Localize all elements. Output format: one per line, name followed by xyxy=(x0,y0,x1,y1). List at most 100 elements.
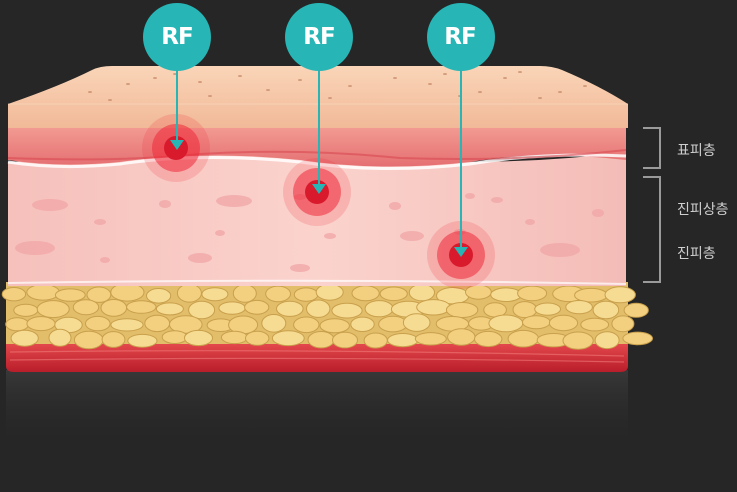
fat-cell xyxy=(319,318,350,334)
dermis-cell xyxy=(32,199,68,211)
fat-cell xyxy=(144,314,171,333)
fat-cell xyxy=(100,299,128,317)
fat-cell xyxy=(490,287,523,303)
fat-cell xyxy=(5,317,30,332)
fat-cell xyxy=(293,316,320,334)
skin-pore xyxy=(443,73,447,75)
skin-pore xyxy=(478,91,482,93)
fat-cell xyxy=(10,329,39,347)
fat-cell xyxy=(622,331,654,346)
dermis-cell xyxy=(491,197,503,203)
fat-cell xyxy=(232,284,257,303)
fat-cell xyxy=(54,288,86,302)
fat-cell xyxy=(201,287,229,302)
rf-probe-circle xyxy=(427,3,495,71)
fat-cell xyxy=(276,300,304,317)
fat-cell xyxy=(315,283,344,301)
fat-cell xyxy=(623,302,649,318)
skin-pore xyxy=(208,95,212,97)
skin-pore xyxy=(348,85,352,87)
skin-pore xyxy=(238,75,242,77)
fat-cell xyxy=(218,301,246,315)
fat-cell xyxy=(363,332,388,349)
dermis-bracket xyxy=(643,176,661,283)
fat-cell xyxy=(184,329,213,347)
skin-pore xyxy=(428,83,432,85)
dermis-cells xyxy=(15,193,604,272)
fat-cell xyxy=(507,329,539,348)
fat-cell xyxy=(512,301,538,319)
dermis-cell xyxy=(465,193,475,199)
fat-cell xyxy=(13,303,39,317)
fat-cell xyxy=(306,299,331,318)
fat-cell xyxy=(265,285,292,303)
fat-cell xyxy=(1,287,27,302)
dermis-cell xyxy=(215,230,225,236)
fat-cell xyxy=(26,284,60,301)
fat-cell xyxy=(594,331,620,350)
fat-cell xyxy=(101,331,126,348)
fat-cell xyxy=(548,314,579,332)
heat-targets xyxy=(142,114,495,289)
fat-cell xyxy=(534,302,561,316)
fat-cell xyxy=(331,302,363,319)
fat-cell xyxy=(169,315,203,334)
fat-cell xyxy=(146,288,172,304)
fat-cell xyxy=(611,315,635,333)
fat-cell xyxy=(161,330,188,345)
dermis-cell xyxy=(94,219,106,225)
fat-cell xyxy=(414,332,447,346)
upper-dermis-label: 진피상층 xyxy=(677,202,729,218)
fat-cell xyxy=(126,300,157,314)
fat-cell xyxy=(379,286,408,302)
skin-pore xyxy=(266,89,270,91)
fat-cell xyxy=(36,300,70,319)
rf-probe-1 xyxy=(143,3,211,150)
fat-cell xyxy=(127,333,158,348)
fat-cell xyxy=(488,314,524,333)
dermis-cell xyxy=(540,243,580,257)
dermis-cell xyxy=(592,209,604,217)
fat-cell xyxy=(562,331,594,350)
dermis-cell xyxy=(188,253,212,263)
skin-pore xyxy=(88,91,92,93)
fat-cell xyxy=(244,299,270,315)
fat-cell xyxy=(245,330,270,346)
rf-probes xyxy=(143,3,495,257)
fat-cell xyxy=(307,331,335,349)
fat-cell xyxy=(416,299,451,316)
fat-cell xyxy=(271,330,305,347)
dermis-cell xyxy=(290,264,310,272)
fat-cell xyxy=(351,285,380,302)
fat-cell xyxy=(445,302,479,318)
dermis-cell xyxy=(159,200,171,208)
epidermis-bracket xyxy=(643,127,661,169)
fat-cell xyxy=(604,286,636,304)
fat-cell xyxy=(332,331,358,349)
fat-cell xyxy=(574,287,608,303)
arrow-down-icon xyxy=(312,184,326,194)
fat-cell xyxy=(72,299,100,316)
fat-cell xyxy=(176,283,202,303)
epidermis-label: 표피층 xyxy=(677,143,716,159)
rf-probe-3 xyxy=(427,3,495,257)
skin-pore xyxy=(393,77,397,79)
arrow-down-icon xyxy=(454,247,468,257)
fat-cell xyxy=(26,316,56,332)
dermis-cell xyxy=(400,231,424,241)
skin-pore xyxy=(503,77,507,79)
fat-cell xyxy=(402,313,431,332)
fat-cell xyxy=(86,286,112,303)
skin-pore xyxy=(538,97,542,99)
fat-cell xyxy=(522,315,551,330)
fat-cell xyxy=(565,300,593,315)
fat-cell xyxy=(155,302,184,316)
skin-pore xyxy=(583,85,587,87)
fat-cell xyxy=(387,333,419,348)
skin-pore xyxy=(198,81,202,83)
arrow-down-icon xyxy=(170,140,184,150)
fat-cell xyxy=(73,330,104,350)
fat-cells xyxy=(1,282,654,350)
dermis-cell xyxy=(100,257,110,263)
